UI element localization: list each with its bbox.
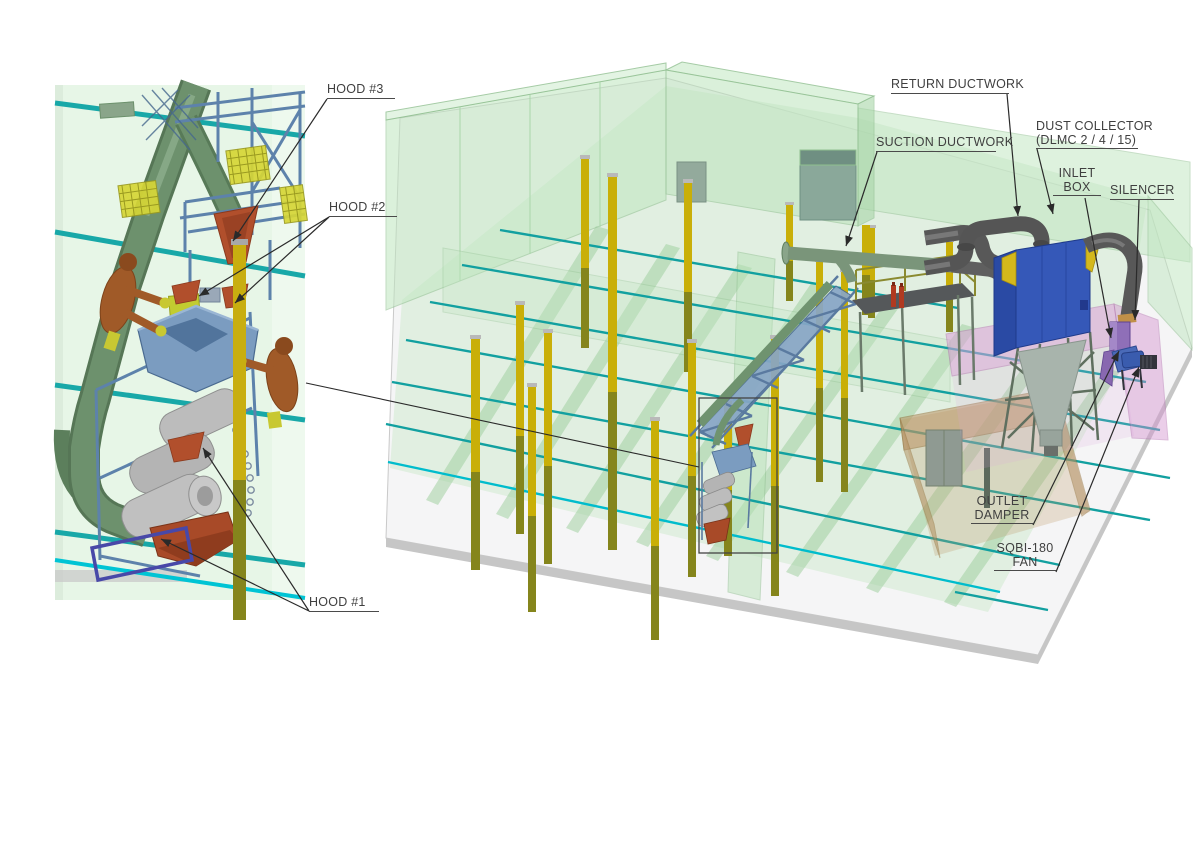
label-suction-ductwork: SUCTION DUCTWORK — [876, 135, 1014, 152]
leader-inlet-box — [1084, 197, 1114, 339]
tan-room-stub-wall — [984, 448, 990, 508]
leader-dust-collector — [1036, 148, 1055, 215]
fan-motor — [1140, 355, 1157, 369]
label-hood3: HOOD #3 — [327, 82, 395, 99]
column — [515, 301, 525, 534]
inset-worker-right — [235, 337, 299, 429]
machine-pipe — [696, 280, 834, 428]
dust-collector-assembly — [923, 216, 1157, 456]
leader-lines — [160, 93, 1140, 612]
label-silencer-text: SILENCER — [1110, 183, 1175, 197]
inset-column — [231, 239, 248, 620]
leader-hood2-a — [198, 216, 330, 297]
detail-area-rectangle — [698, 397, 778, 554]
sqbi-fan — [1111, 345, 1157, 391]
collector-hopper — [1000, 331, 1100, 456]
column — [862, 225, 870, 315]
column — [687, 339, 697, 577]
main-view — [305, 61, 1193, 664]
wall-east — [1147, 194, 1193, 352]
label-outlet-damper: OUTLET DAMPER — [971, 494, 1033, 524]
label-hood3-text: HOOD #3 — [327, 82, 384, 96]
label-hood1: HOOD #1 — [309, 595, 379, 612]
label-inlet-box-line2: BOX — [1063, 179, 1091, 194]
leader-suction-ductwork — [845, 151, 878, 247]
leader-return-ductwork — [1006, 93, 1022, 217]
shot-blast-machine — [689, 253, 976, 545]
label-sqbi-fan-line1: SQBI-180 — [996, 541, 1054, 555]
inset-hood1-lower — [149, 511, 239, 567]
leader-sqbi-fan — [1055, 366, 1140, 573]
column — [607, 173, 618, 550]
inset-main-pipe — [53, 79, 243, 547]
inset-baskets — [117, 144, 308, 225]
collector-inlet-wing-left — [1001, 251, 1017, 287]
column — [470, 335, 481, 570]
leader-hood1-b — [160, 538, 310, 612]
label-outlet-damper-line2: DAMPER — [974, 507, 1030, 522]
label-return-ductwork: RETURN DUCTWORK — [891, 77, 1024, 94]
inset-indigo-frame — [89, 525, 195, 583]
inset-worker-left — [99, 253, 171, 352]
label-inlet-box-line1: INLET — [1058, 166, 1096, 180]
building-walls — [385, 61, 1193, 601]
label-return-ductwork-text: RETURN DUCTWORK — [891, 77, 1024, 91]
label-sqbi-fan: SQBI-180 FAN — [994, 541, 1056, 571]
label-hood2-text: HOOD #2 — [329, 200, 386, 214]
label-hood2: HOOD #2 — [329, 200, 397, 217]
leader-outlet-damper — [1032, 350, 1120, 526]
column — [543, 329, 553, 564]
inset-hood1-upper — [167, 431, 205, 463]
detail-link-line — [305, 382, 700, 468]
label-dust-collector-line1: DUST COLLECTOR — [1036, 119, 1153, 133]
label-silencer: SILENCER — [1110, 183, 1175, 200]
label-sqbi-fan-line2: FAN — [1012, 554, 1038, 569]
discharge-cone — [1099, 349, 1115, 387]
label-outlet-damper-line1: OUTLET — [976, 494, 1028, 508]
dust-collector-body — [993, 237, 1099, 357]
label-hood1-text: HOOD #1 — [309, 595, 366, 609]
leader-silencer — [1131, 199, 1140, 321]
label-dust-collector: DUST COLLECTOR (DLMC 2 / 4 / 15) — [1036, 119, 1153, 149]
leader-hood3 — [232, 98, 328, 242]
column — [527, 383, 537, 612]
column — [650, 417, 660, 640]
return-ductwork-pipes — [923, 216, 1050, 276]
detail-inset — [53, 79, 308, 620]
penthouse — [664, 61, 876, 227]
label-suction-ductwork-text: SUCTION DUCTWORK — [876, 135, 1014, 149]
column — [580, 155, 590, 348]
column — [785, 202, 794, 301]
leader-hood2-b — [234, 216, 330, 304]
gas-bottle — [891, 285, 896, 307]
wall-mid-partition — [442, 247, 951, 403]
label-inlet-box: INLET BOX — [1053, 166, 1101, 196]
machine-lower-detail — [695, 397, 757, 545]
column — [683, 179, 693, 372]
gas-bottle — [899, 286, 904, 308]
label-dust-collector-line2: (DLMC 2 / 4 / 15) — [1036, 132, 1137, 147]
leader-hood1-a — [202, 447, 310, 612]
